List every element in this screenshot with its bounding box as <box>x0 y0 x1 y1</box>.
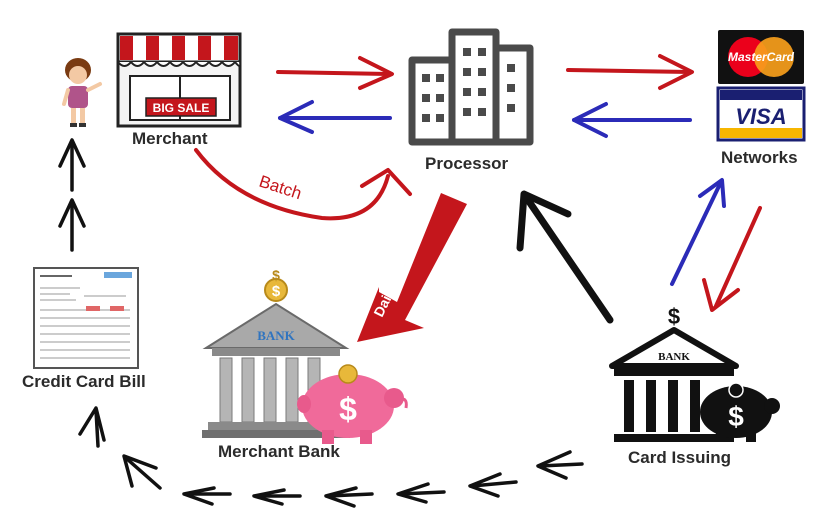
card-issuing-bank-building-icon: $ BANK <box>609 304 739 442</box>
svg-text:$: $ <box>339 391 357 427</box>
big-sale-sign: BIG SALE <box>153 101 210 115</box>
svg-text:$: $ <box>272 283 281 300</box>
visa-logo: VISA <box>716 86 806 142</box>
arrow-card-issuing-to-processor <box>516 190 614 324</box>
processor-building-icon <box>408 28 534 146</box>
arrow-card-issuing-to-networks <box>670 178 726 286</box>
card-issuing-bank-sign: BANK <box>658 351 690 363</box>
merchant-store-icon: BIG SALE <box>116 32 242 128</box>
merchant-label: Merchant <box>132 129 208 148</box>
svg-text:$: $ <box>728 401 744 432</box>
processor-label: Processor <box>425 154 509 173</box>
arrow-batch <box>194 148 412 221</box>
merchant-bank-dollar-coin-icon: $ $ <box>264 267 288 302</box>
credit-card-bill-document-icon <box>33 267 139 369</box>
merchant-bank-label: Merchant Bank <box>218 442 340 461</box>
merchant-bank-sign: BANK <box>257 328 295 343</box>
arrow-processor-to-networks <box>566 54 694 90</box>
arrow-card-issuing-to-bill <box>78 406 584 508</box>
customer-person-icon <box>62 58 102 127</box>
card-issuing-piggy-bank-icon: $ <box>700 382 780 442</box>
networks-label: Networks <box>721 148 798 167</box>
arrow-daily-deposits <box>357 193 467 342</box>
arrow-merchant-to-processor <box>276 56 394 90</box>
credit-card-bill-label: Credit Card Bill <box>22 372 146 391</box>
arrow-networks-to-card-issuing <box>702 206 762 312</box>
visa-wordmark: VISA <box>735 104 786 129</box>
svg-text:$: $ <box>668 304 680 329</box>
batch-label: Batch <box>257 172 304 204</box>
mastercard-wordmark: MasterCard <box>728 50 795 64</box>
arrow-networks-to-processor <box>572 102 692 138</box>
mastercard-logo: MasterCard <box>718 30 804 84</box>
merchant-awning-stripes <box>120 36 238 60</box>
arrow-processor-to-merchant <box>278 100 392 134</box>
card-issuing-label: Card Issuing <box>628 448 731 467</box>
svg-text:$: $ <box>272 267 280 283</box>
arrow-bill-to-customer <box>58 138 86 252</box>
merchant-bank-piggy-bank-icon: $ <box>297 364 408 444</box>
